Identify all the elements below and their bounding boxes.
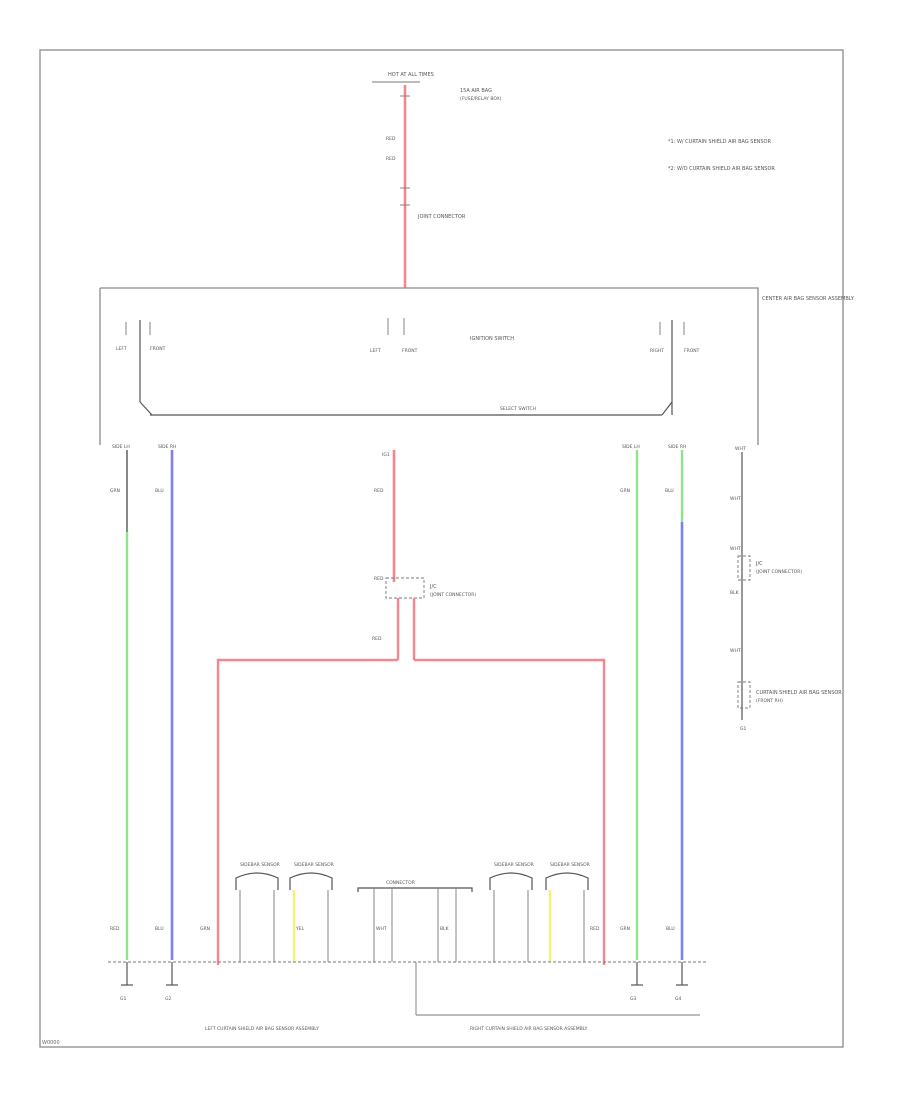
svg-text:FRONT: FRONT (684, 348, 700, 354)
diagram-frame (39, 49, 844, 1048)
module-box (99, 287, 759, 445)
bottom-label-4: YEL (295, 926, 305, 932)
right-ground-note: (FRONT RH) (756, 698, 783, 704)
module-name: CENTER AIR BAG SENSOR ASSEMBLY (762, 296, 855, 302)
bottom-label-5: WHT (376, 926, 387, 932)
right-label-4: WHT (730, 648, 741, 654)
splice-box (385, 577, 425, 599)
right-connector-note: (JOINT CONNECTOR) (756, 569, 802, 575)
pin-left-2: SIDE RH (158, 444, 176, 450)
svg-text:G4: G4 (675, 996, 681, 1002)
center-red-label: RED (374, 488, 384, 494)
left-assembly-label: LEFT CURTAIN SHIELD AIR BAG SENSOR ASSEM… (205, 1026, 319, 1032)
svg-text:CONNECTOR: CONNECTOR (386, 880, 415, 886)
top-fuse-note: (FUSE/RELAY BOX) (460, 96, 502, 102)
diagram-id: W0000 (42, 1040, 60, 1046)
sensor-4: SIDEBAR SENSOR (545, 862, 590, 962)
svg-text:LEFT: LEFT (116, 346, 127, 352)
ground-icon-4: G4 (675, 962, 688, 1002)
bottom-label-6: BLK (440, 926, 450, 932)
left-green-label: GRN (110, 488, 120, 494)
splice-note: (JOINT CONNECTOR) (430, 592, 476, 598)
ground-icon-2: G2 (165, 962, 178, 1002)
red-branch-right (414, 658, 606, 965)
red-branch-left (216, 658, 398, 965)
svg-text:G2: G2 (165, 996, 171, 1002)
right-blue-label: BLU (665, 488, 674, 494)
bottom-label-1: RED (110, 926, 120, 932)
right-green-label: GRN (620, 488, 630, 494)
bottom-label-8: GRN (620, 926, 630, 932)
top-connector-label: HOT AT ALL TIMES (388, 72, 434, 78)
right-ground-mark: G1 (740, 726, 746, 732)
svg-text:G3: G3 (630, 996, 636, 1002)
svg-text:SIDEBAR SENSOR: SIDEBAR SENSOR (294, 862, 334, 868)
right-ground: CURTAIN SHIELD AIR BAG SENSOR (756, 690, 842, 696)
left-switch: LEFT FRONT (116, 320, 166, 402)
right-assembly-label: RIGHT CURTAIN SHIELD AIR BAG SENSOR ASSE… (470, 1026, 588, 1032)
svg-text:G1: G1 (120, 996, 126, 1002)
splice-name: J/C (429, 584, 437, 590)
bottom-label-2: BLU (155, 926, 164, 932)
pin-right-1: SIDE LH (622, 444, 640, 450)
right-connector: J/C (755, 561, 763, 567)
sensor-3: SIDEBAR SENSOR (489, 862, 534, 962)
right-label-2: WHT (730, 546, 741, 552)
left-blue-label: BLU (155, 488, 164, 494)
right-switch: RIGHT FRONT (650, 320, 700, 415)
note-2: *2: W/O CURTAIN SHIELD AIR BAG SENSOR (668, 166, 775, 172)
splice-label: RED (374, 576, 384, 582)
splice-out-label: RED (372, 636, 382, 642)
note-1: *1: W/ CURTAIN SHIELD AIR BAG SENSOR (668, 139, 771, 145)
top-wire-label-1: RED (386, 136, 396, 142)
right-ext-label: WHT (735, 446, 746, 452)
svg-text:SIDEBAR SENSOR: SIDEBAR SENSOR (494, 862, 534, 868)
ground-icon-3: G3 (630, 962, 643, 1002)
right-connector-box (737, 555, 751, 581)
svg-text:FRONT: FRONT (150, 346, 166, 352)
joint-connector-label: JOINT CONNECTOR (417, 214, 466, 220)
sensor-1: SIDEBAR SENSOR (235, 862, 280, 962)
ground-icon-1: G1 (120, 962, 133, 1002)
sensor-2: SIDEBAR SENSOR (289, 862, 334, 962)
top-fuse-label: 15A AIR BAG (460, 88, 492, 94)
svg-text:RIGHT: RIGHT (650, 348, 664, 354)
module-center-label: IGNITION SWITCH (470, 336, 514, 342)
right-label-1: WHT (730, 496, 741, 502)
svg-text:FRONT: FRONT (402, 348, 418, 354)
right-label-3: BLK (730, 590, 740, 596)
bottom-label-9: BLU (666, 926, 675, 932)
svg-text:LEFT: LEFT (370, 348, 381, 354)
pin-center: IG1 (382, 452, 390, 458)
module-bus-label: SELECT SWITCH (500, 406, 536, 412)
bottom-label-3: GRN (200, 926, 210, 932)
top-wire-label-2: RED (386, 156, 396, 162)
center-connector: CONNECTOR (357, 880, 473, 962)
pin-right-2: SIDE RH (668, 444, 686, 450)
center-switch: LEFT FRONT (370, 318, 418, 354)
pin-left-1: SIDE LH (112, 444, 130, 450)
bottom-label-7: RED (590, 926, 600, 932)
svg-text:SIDEBAR SENSOR: SIDEBAR SENSOR (240, 862, 280, 868)
svg-text:SIDEBAR SENSOR: SIDEBAR SENSOR (550, 862, 590, 868)
right-ground-box (737, 681, 751, 709)
